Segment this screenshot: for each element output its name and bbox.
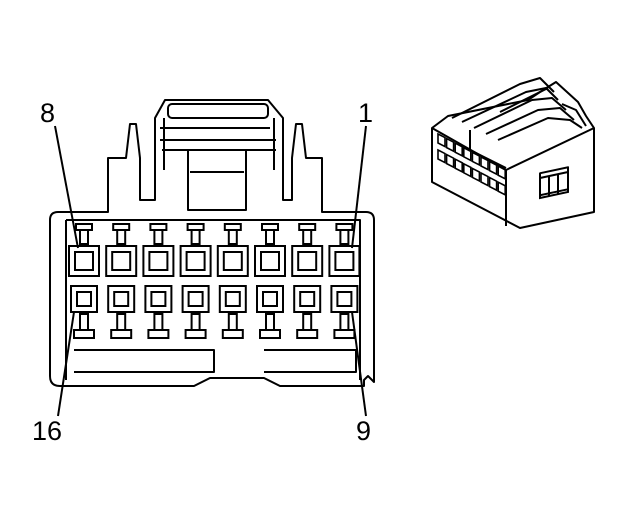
- iso-terminal-9: [437, 148, 446, 164]
- leader-line-bottom-left: [57, 311, 75, 417]
- iso-terminal-11: [454, 157, 463, 174]
- terminal-pin-6: [142, 223, 175, 277]
- iso-terminal-5: [471, 151, 481, 167]
- iso-terminal-1: [437, 132, 446, 148]
- terminal-pin-10: [293, 285, 322, 339]
- iso-terminal-7: [488, 160, 498, 176]
- iso-terminal-2: [445, 137, 455, 153]
- connector-isometric-windows: [539, 170, 569, 200]
- iso-terminal-3: [454, 141, 463, 158]
- iso-terminal-8: [497, 164, 506, 181]
- pin-label-top-right: 1: [358, 98, 373, 128]
- terminal-pin-13: [181, 285, 210, 339]
- leader-line-top-right: [351, 125, 367, 249]
- pin-label-bottom-right: 9: [356, 416, 371, 446]
- terminal-pin-2: [291, 223, 324, 277]
- iso-terminal-15: [488, 176, 498, 192]
- terminal-pin-4: [216, 223, 249, 277]
- leader-line-top-left: [54, 125, 79, 249]
- terminal-pin-16: [70, 285, 98, 339]
- connector-housing: [49, 99, 375, 387]
- iso-terminal-10: [445, 153, 455, 169]
- pin-label-top-left: 8: [40, 98, 55, 128]
- terminal-pin-3: [254, 223, 286, 277]
- connector-isometric-terminals: [437, 132, 506, 197]
- iso-terminal-6: [480, 155, 489, 171]
- terminal-pin-8: [68, 223, 100, 277]
- terminal-pin-5: [179, 223, 212, 277]
- iso-terminal-14: [480, 171, 489, 187]
- terminal-pin-9: [330, 285, 359, 339]
- terminal-pin-15: [107, 285, 136, 339]
- pin-label-bottom-left: 16: [32, 416, 62, 446]
- iso-terminal-16: [497, 180, 506, 197]
- iso-terminal-4: [463, 146, 472, 162]
- iso-terminal-12: [463, 162, 472, 178]
- terminal-rows: [68, 223, 361, 339]
- terminal-pin-11: [256, 285, 284, 339]
- terminal-pin-14: [144, 285, 173, 339]
- leader-line-bottom-right: [351, 311, 367, 417]
- terminal-pin-7: [105, 223, 138, 277]
- terminal-pin-1: [328, 223, 361, 277]
- terminal-pin-12: [218, 285, 247, 339]
- leader-lines: [54, 125, 367, 417]
- iso-terminal-13: [471, 167, 481, 183]
